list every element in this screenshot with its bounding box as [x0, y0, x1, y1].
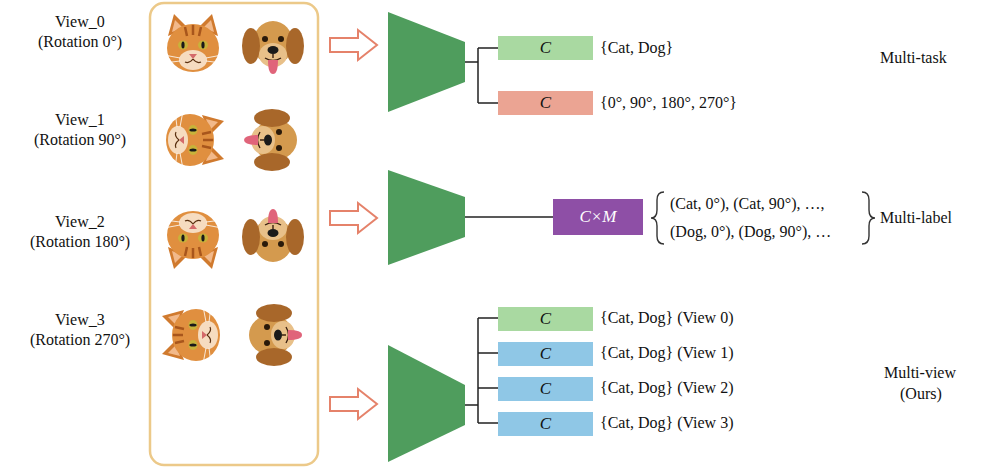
- view-name: View_0: [55, 13, 105, 31]
- view-name: View_3: [55, 311, 105, 329]
- rotation-note: (Rotation 90°): [34, 131, 126, 149]
- view-name: View_1: [55, 111, 105, 129]
- method-name: Multi-view: [884, 364, 956, 382]
- head-label: C: [540, 379, 551, 399]
- view-name: View_2: [55, 213, 105, 231]
- rotated-images: [162, 14, 304, 366]
- rotation-note: (Rotation 180°): [30, 233, 130, 251]
- head-label: C: [540, 344, 551, 364]
- head-label: C: [540, 93, 551, 113]
- head-label: C×M: [580, 207, 617, 227]
- classifier-head: C: [498, 307, 593, 331]
- label-set: {Cat, Dog} (View 1): [600, 344, 733, 362]
- view-panel: [150, 3, 318, 465]
- label-set: {Cat, Dog} (View 3): [600, 414, 733, 432]
- classifier-head: C: [498, 91, 593, 115]
- hollow-arrow: [330, 30, 377, 419]
- rotation-note: (Rotation 270°): [30, 331, 130, 349]
- label-set: {0°, 90°, 180°, 270°}: [600, 94, 737, 112]
- head-label: C: [540, 38, 551, 58]
- method-name: Multi-label: [880, 209, 952, 227]
- rotation-note: (Rotation 0°): [38, 33, 122, 51]
- head-label: C: [540, 414, 551, 434]
- head-label: C: [540, 309, 551, 329]
- classifier-head: C×M: [553, 199, 643, 235]
- label-set: {Cat, Dog}: [600, 39, 673, 57]
- classifier-head: C: [498, 377, 593, 401]
- classifier-head: C: [498, 342, 593, 366]
- classifier-head: C: [498, 36, 593, 60]
- label-set: {Cat, Dog} (View 0): [600, 309, 733, 327]
- encoder-trapezoid: [388, 12, 465, 462]
- label-set: {Cat, Dog} (View 2): [600, 379, 733, 397]
- classifier-head: C: [498, 412, 593, 436]
- method-name: Multi-task: [880, 49, 947, 67]
- method-note: (Ours): [900, 385, 942, 403]
- curly-brace: [651, 192, 875, 244]
- joint-label-set: (Dog, 0°), (Dog, 90°), …: [670, 223, 831, 241]
- joint-label-set: (Cat, 0°), (Cat, 90°), …,: [670, 195, 825, 213]
